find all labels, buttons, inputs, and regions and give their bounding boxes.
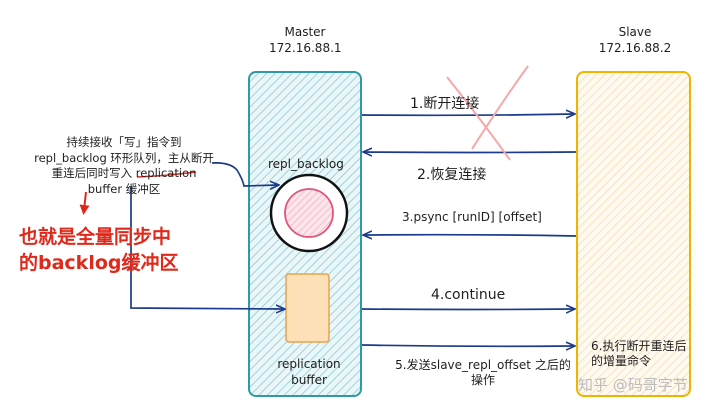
replication-buffer-label: replication buffer — [277, 357, 341, 387]
red-note-line-2: 的backlog缓冲区 — [19, 252, 179, 274]
master-name: Master — [284, 25, 326, 39]
slave-incremental-note: 6.执行断开重连后 的增量命令 — [591, 339, 687, 368]
slave-title: Slave 172.16.88.2 — [597, 24, 673, 56]
disconnect-cross-mark-2 — [471, 65, 529, 150]
red-note-line-1: 也就是全量同步中 — [19, 226, 172, 248]
slave-ip: 172.16.88.2 — [598, 41, 672, 55]
arrow-4-continue — [361, 309, 574, 310]
repl-backlog-label: repl_backlog — [268, 157, 344, 171]
note-to-backlog-arrow — [211, 162, 278, 186]
watermark: 知乎 @码哥字节 — [578, 376, 688, 394]
arrow-1-label: 1.断开连接 — [410, 96, 480, 112]
arrow-3-psync — [364, 235, 577, 236]
replication-buffer-box — [285, 273, 330, 343]
red-pointer-arrow — [79, 191, 90, 215]
master-ip: 172.16.88.1 — [269, 41, 342, 55]
red-underline — [136, 171, 197, 178]
left-note-line-4: buffer 缓冲区 — [87, 181, 161, 196]
disconnect-cross-mark — [446, 76, 511, 161]
arrow-1-disconnect — [361, 114, 574, 115]
slave-box — [576, 71, 691, 397]
note-to-replication-arrow — [130, 186, 284, 309]
arrow-3-label: 3.psync [runID] [offset] — [402, 210, 542, 224]
left-note-line-1: 持续接收「写」指令到 — [66, 135, 182, 149]
slave-name: Slave — [618, 25, 652, 39]
arrow-4-label: 4.continue — [431, 287, 506, 303]
red-note: 也就是全量同步中 的backlog缓冲区 — [19, 224, 179, 276]
arrow-5-label: 5.发送slave_repl_offset 之后的 操作 — [395, 358, 571, 387]
left-note-line-3: 重连后同时写入 replication — [51, 166, 197, 180]
arrow-2-label: 2.恢复连接 — [417, 167, 487, 183]
master-title: Master 172.16.88.1 — [269, 24, 342, 56]
repl-backlog-ring-inner — [284, 188, 334, 238]
arrow-5-send-offset — [361, 345, 574, 346]
arrow-2-reconnect — [364, 152, 577, 153]
left-note: 持续接收「写」指令到 repl_backlog 环形队列，主从断开 重连后同时写… — [15, 135, 233, 197]
left-note-line-2: repl_backlog 环形队列，主从断开 — [34, 150, 214, 165]
